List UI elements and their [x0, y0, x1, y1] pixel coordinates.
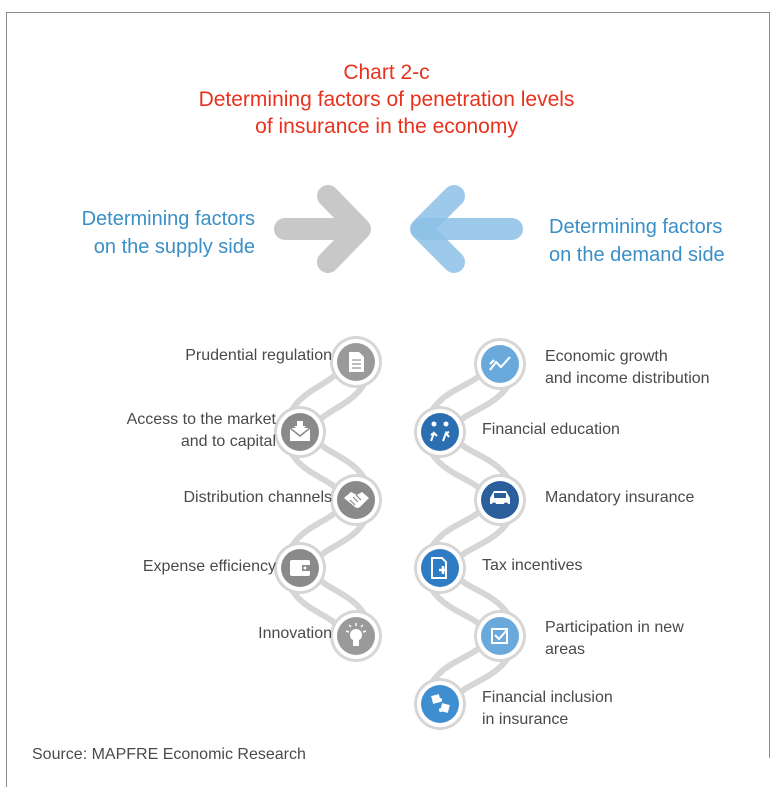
- document-icon: [337, 343, 375, 381]
- demand-item-label: Mandatory insurance: [545, 489, 695, 506]
- demand-item-label: Financial inclusion: [482, 689, 613, 706]
- frame-edge: [6, 757, 7, 787]
- tax-document-icon: [421, 549, 459, 587]
- supply-item-label: Prudential regulation: [185, 347, 332, 364]
- source-note: Source: MAPFRE Economic Research: [32, 746, 306, 763]
- chart-title-line2: of insurance in the economy: [255, 115, 518, 138]
- supply-side-label-line2: on the supply side: [93, 236, 255, 258]
- wallet-icon: [281, 549, 319, 587]
- car-icon: [481, 481, 519, 519]
- handshake-icon: [337, 481, 375, 519]
- envelope-down-icon: [281, 413, 319, 451]
- demand-item-label: Tax incentives: [482, 557, 583, 574]
- demand-item-label: Participation in new: [545, 619, 684, 636]
- checkbox-icon: [481, 617, 519, 655]
- lightbulb-icon: [337, 617, 375, 655]
- supply-item-label-line2: and to capital: [180, 433, 276, 450]
- puzzle-icon: [421, 685, 459, 723]
- supply-arrow: [274, 185, 371, 273]
- supply-item-label: Expense efficiency: [142, 558, 276, 575]
- demand-side-label-line2: on the demand side: [549, 244, 725, 266]
- demand-item-label: Financial education: [482, 421, 620, 438]
- demand-chain: [414, 338, 526, 730]
- demand-item-label-line2: in insurance: [482, 711, 569, 728]
- demand-side-label-line1: Determining factors: [549, 216, 723, 238]
- trend-icon: [481, 345, 519, 383]
- demand-arrow: [410, 185, 523, 273]
- chart-number: Chart 2-c: [343, 61, 430, 84]
- supply-item-label: Access to the market: [126, 411, 276, 428]
- demand-item-label: Economic growth: [545, 348, 668, 365]
- supply-item-label: Innovation: [258, 625, 332, 642]
- supply-side-label-line1: Determining factors: [81, 208, 255, 230]
- demand-item-label-line2: areas: [545, 641, 586, 658]
- chart-frame: [6, 12, 770, 758]
- chart-title-line1: Determining factors of penetration level…: [198, 88, 575, 111]
- people-icon: [421, 413, 459, 451]
- supply-item-label: Distribution channels: [183, 489, 332, 506]
- demand-item-label-line2: and income distribution: [545, 370, 710, 387]
